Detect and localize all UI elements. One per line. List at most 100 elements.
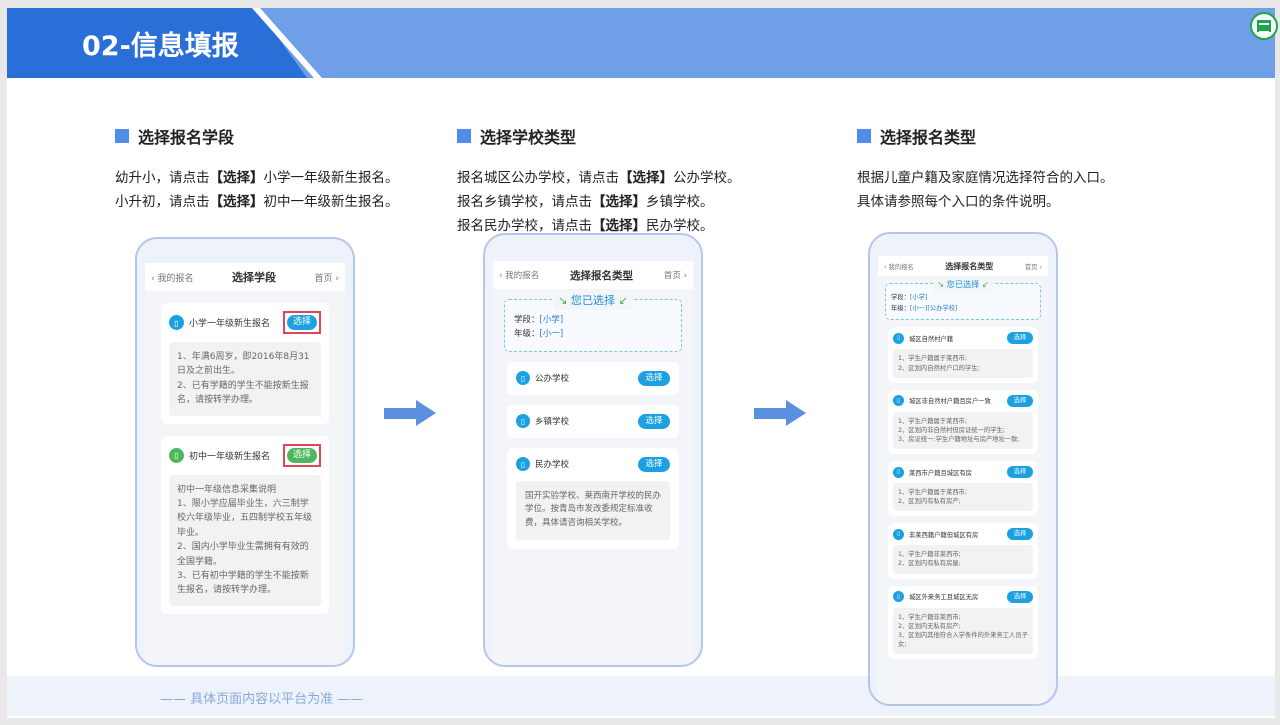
select-button[interactable]: 选择 [638, 370, 670, 386]
chevron-right-icon[interactable]: › [332, 273, 339, 284]
heading-square-icon [857, 129, 871, 143]
select-button-wrap[interactable]: 选择 [283, 311, 321, 334]
card-header: ▯城区外来务工且城区无房选择 [893, 590, 1033, 603]
description-line: 国开实验学校、莱西南开学校的民办学位。按青岛市发改委规定标准收费，具体请咨询相关… [525, 490, 662, 529]
select-button[interactable]: 选择 [1007, 590, 1033, 603]
phone-screen-title: 选择报名类型 [570, 269, 633, 282]
select-button-wrap[interactable]: 选择 [283, 443, 321, 467]
phone-mockup-school-type: ‹ 我的报名选择报名类型首页 ›↘ 您已选择 ↙学段：[小学]年级：[小一]▯公… [483, 233, 703, 667]
arrow-right-icon [754, 400, 806, 426]
spreadsheet-icon[interactable] [1250, 12, 1278, 40]
select-button-wrap[interactable]: 选择 [1007, 466, 1033, 479]
card-title-text: 小学一年级新生报名 [189, 319, 271, 329]
chevron-left-icon[interactable]: ‹ [499, 271, 506, 281]
card-title-text: 城区非自然村户籍且房户一致 [909, 398, 991, 406]
card-description: 国开实验学校、莱西南开学校的民办学位。按青岛市发改委规定标准收费，具体请咨询相关… [516, 480, 670, 540]
bookmark-icon: ▯ [169, 447, 184, 463]
selected-row: 年级：[小一] [514, 327, 672, 341]
card-header: ▯非莱西籍户籍但城区有房选择 [893, 528, 1033, 541]
bookmark-icon: ▯ [169, 315, 184, 330]
select-button[interactable]: 选择 [1007, 466, 1033, 479]
card-description: 1、学生户籍属于莱西市;2、区划内非自然村但房证统一的学生;3、房证统一:学生户… [893, 411, 1033, 450]
home-label[interactable]: 首页 [663, 271, 681, 281]
banner-accent [7, 8, 307, 78]
header-banner: 02-信息填报 [7, 8, 1278, 78]
instruction-part: 小升初，请点击 [115, 194, 210, 210]
chevron-left-icon[interactable]: ‹ [151, 273, 158, 284]
selected-summary: ↘ 您已选择 ↙学段：[小学]年级：[小一] [504, 291, 682, 352]
option-card: ▯公办学校选择 [507, 361, 679, 395]
card-title-text: 公办学校 [535, 374, 570, 385]
home-label[interactable]: 首页 [314, 273, 333, 284]
bookmark-icon: ▯ [893, 591, 904, 603]
arrow-right-icon [384, 400, 436, 426]
description-line: 3、房证统一:学生户籍地址与房产地址一致; [898, 435, 1020, 443]
footer-bar: —— 具体页面内容以平台为准 —— [7, 676, 1275, 716]
chevron-left-icon[interactable]: ‹ [884, 263, 889, 271]
select-button[interactable]: 选择 [638, 456, 670, 472]
instruction-part: 初中一年级新生报名。 [263, 194, 399, 210]
back-link[interactable]: ‹ 我的报名 [884, 262, 914, 271]
card-title-text: 民办学校 [535, 460, 570, 471]
back-link[interactable]: ‹ 我的报名 [151, 271, 193, 284]
instruction-line: 幼升小，请点击【选择】小学一年级新生报名。 [115, 166, 399, 190]
home-link[interactable]: 首页 › [315, 271, 339, 284]
home-label[interactable]: 首页 [1024, 263, 1038, 271]
instruction-part: 根据儿童户籍及家庭情况选择符合的入口。 [857, 170, 1114, 186]
card-title-text: 乡镇学校 [535, 417, 570, 428]
instruction-part: 乡镇学校。 [646, 194, 714, 210]
selected-label: 您已选择 [570, 293, 616, 307]
description-line: 2、区划内有私有房屋; [898, 560, 961, 568]
chevron-right-icon[interactable]: › [1037, 263, 1042, 271]
card-title: ▯ 小学一年级新生报名 [169, 315, 270, 330]
home-link[interactable]: 首页 › [1025, 262, 1042, 271]
option-card: ▯初中一年级新生报名 选择初中一年级信息采集说明 1、限小学应届毕业生，六三制学校六… [161, 435, 329, 614]
select-button-wrap[interactable]: 选择 [1007, 590, 1033, 603]
phone-nav-bar: ‹ 我的报名选择报名类型首页 › [878, 256, 1048, 276]
select-button[interactable]: 选择 [1007, 394, 1033, 407]
card-title: ▯初中一年级新生报名 [169, 447, 270, 463]
select-button-wrap[interactable]: 选择 [1007, 528, 1033, 541]
selected-label: 您已选择 [946, 278, 980, 289]
chevron-right-icon[interactable]: › [680, 271, 687, 281]
instruction-part: 小学一年级新生报名。 [263, 170, 399, 186]
description-line: 1、学生户籍属于莱西市; [898, 489, 968, 497]
select-button[interactable]: 选择 [287, 447, 317, 463]
select-button-wrap[interactable]: 选择 [638, 456, 670, 472]
select-button[interactable]: 选择 [287, 315, 317, 330]
heading-square-icon [115, 129, 129, 143]
select-button-wrap[interactable]: 选择 [1007, 332, 1033, 345]
instruction-part: 【选择】 [592, 218, 646, 234]
select-button-wrap[interactable]: 选择 [638, 413, 670, 429]
back-label[interactable]: 我的报名 [888, 263, 914, 271]
back-link[interactable]: ‹ 我的报名 [499, 269, 539, 281]
selected-row: 学段：[小学] [891, 293, 1035, 304]
select-button-wrap[interactable]: 选择 [638, 370, 670, 386]
card-title-text: 城区自然村户籍 [909, 335, 954, 343]
phone-screen-title: 选择学段 [232, 271, 276, 284]
select-button[interactable]: 选择 [1007, 528, 1033, 541]
description-line: 1、学生户籍属于莱西市; [898, 355, 968, 363]
description-line: 2、已有学籍的学生不能按新生报名，请按转学办理。 [177, 380, 309, 406]
home-link[interactable]: 首页 › [664, 269, 687, 281]
back-label[interactable]: 我的报名 [505, 271, 540, 281]
select-button[interactable]: 选择 [638, 413, 670, 429]
description-line: 1、限小学应届毕业生，六三制学校六年级毕业，五四制学校五年级毕业。 [177, 498, 313, 538]
option-card: ▯乡镇学校选择 [507, 404, 679, 438]
description-line: 2、区划内非自然村但房证统一的学生; [898, 426, 1005, 434]
selected-key: 学段： [514, 315, 540, 325]
description-line: 初中一年级信息采集说明 [177, 484, 277, 495]
card-header: ▯城区非自然村户籍且房户一致选择 [893, 394, 1033, 407]
column-registration-type: 选择报名类型根据儿童户籍及家庭情况选择符合的入口。具体请参照每个入口的条件说明。 [857, 124, 1114, 214]
card-title-text: 非莱西籍户籍但城区有房 [909, 531, 979, 539]
select-button[interactable]: 选择 [1007, 332, 1033, 345]
back-label[interactable]: 我的报名 [157, 273, 194, 284]
instruction-part: 具体请参照每个入口的条件说明。 [857, 194, 1060, 210]
card-header: ▯莱西市户籍且城区有房选择 [893, 466, 1033, 479]
instruction-part: 【选择】 [209, 170, 264, 186]
instruction-part: 【选择】 [619, 170, 673, 186]
select-button-wrap[interactable]: 选择 [1007, 394, 1033, 407]
